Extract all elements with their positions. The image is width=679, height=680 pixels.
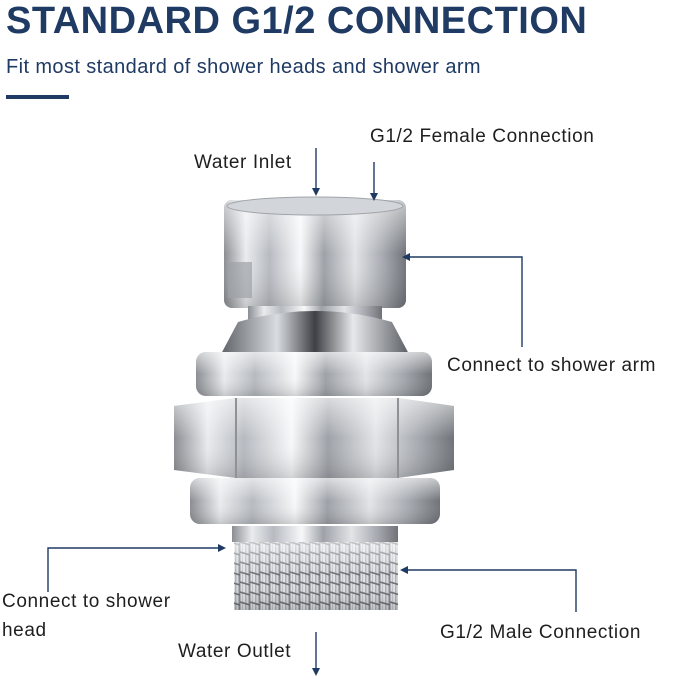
female-connection-label: G1/2 Female Connection	[370, 126, 595, 147]
callout-arrowheads	[218, 188, 410, 676]
water-inlet-label: Water Inlet	[194, 152, 292, 173]
connect-head-label-line2: head	[2, 620, 47, 641]
page-title: STANDARD G1/2 CONNECTION	[6, 0, 588, 42]
connect-arm-label: Connect to shower arm	[447, 355, 657, 376]
page-subtitle: Fit most standard of shower heads and sh…	[6, 56, 481, 78]
connect-head-label: Connect to shower	[2, 591, 171, 612]
male-connection-label: G1/2 Male Connection	[440, 622, 642, 643]
callout-lines	[47, 148, 577, 672]
cap-flat	[228, 262, 252, 298]
title-underline	[6, 95, 69, 99]
water-outlet-label: Water Outlet	[178, 641, 292, 662]
swivel-ball	[220, 311, 410, 356]
